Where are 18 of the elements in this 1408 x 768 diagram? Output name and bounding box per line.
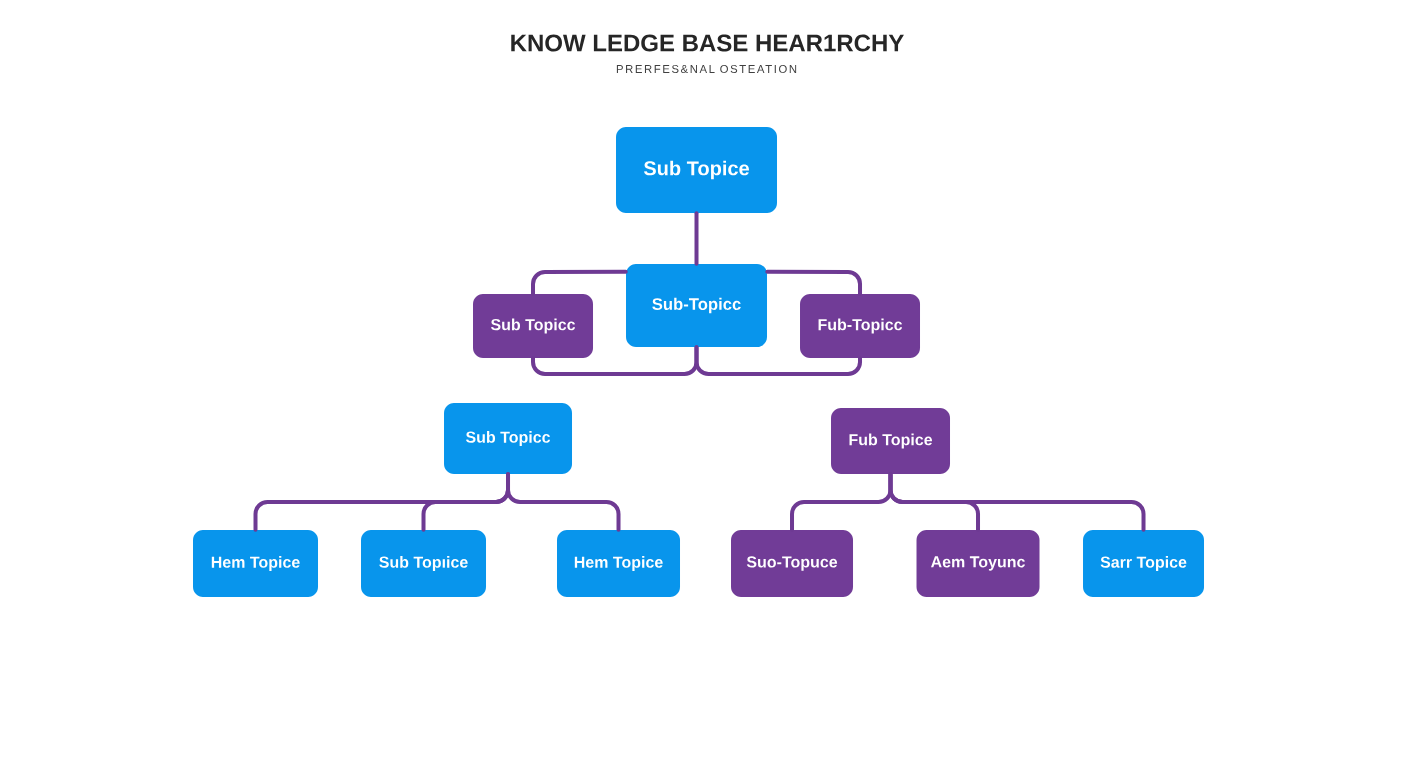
connector-line (506, 472, 621, 532)
topic-box: Hem Topice (193, 530, 318, 597)
topic-box: Aem Toyunc (916, 530, 1040, 597)
topic-box: Sub-Topicc (626, 264, 767, 347)
topic-box: Sub Topıice (361, 530, 486, 597)
topic-box: Fub Topice (831, 408, 950, 474)
topic-box: Fub-Topicc (800, 294, 920, 358)
topic-box: Suo-Topuce (731, 530, 853, 597)
subtitle: PRERFES&NAL OSTEATION (616, 65, 797, 73)
connector-line (694, 345, 862, 376)
connector-line (888, 472, 1146, 532)
topic-box: Sub Topice (616, 127, 777, 213)
connector-line (694, 211, 699, 266)
topic-box: Hem Topice (557, 530, 680, 597)
title: KNOW LEDGE BASE HEAR1RCHY (511, 34, 904, 52)
topic-box: Sub Topicc (444, 403, 572, 474)
topic-box: Sarr Topice (1083, 530, 1204, 597)
topic-box: Sub Topicc (473, 294, 593, 358)
